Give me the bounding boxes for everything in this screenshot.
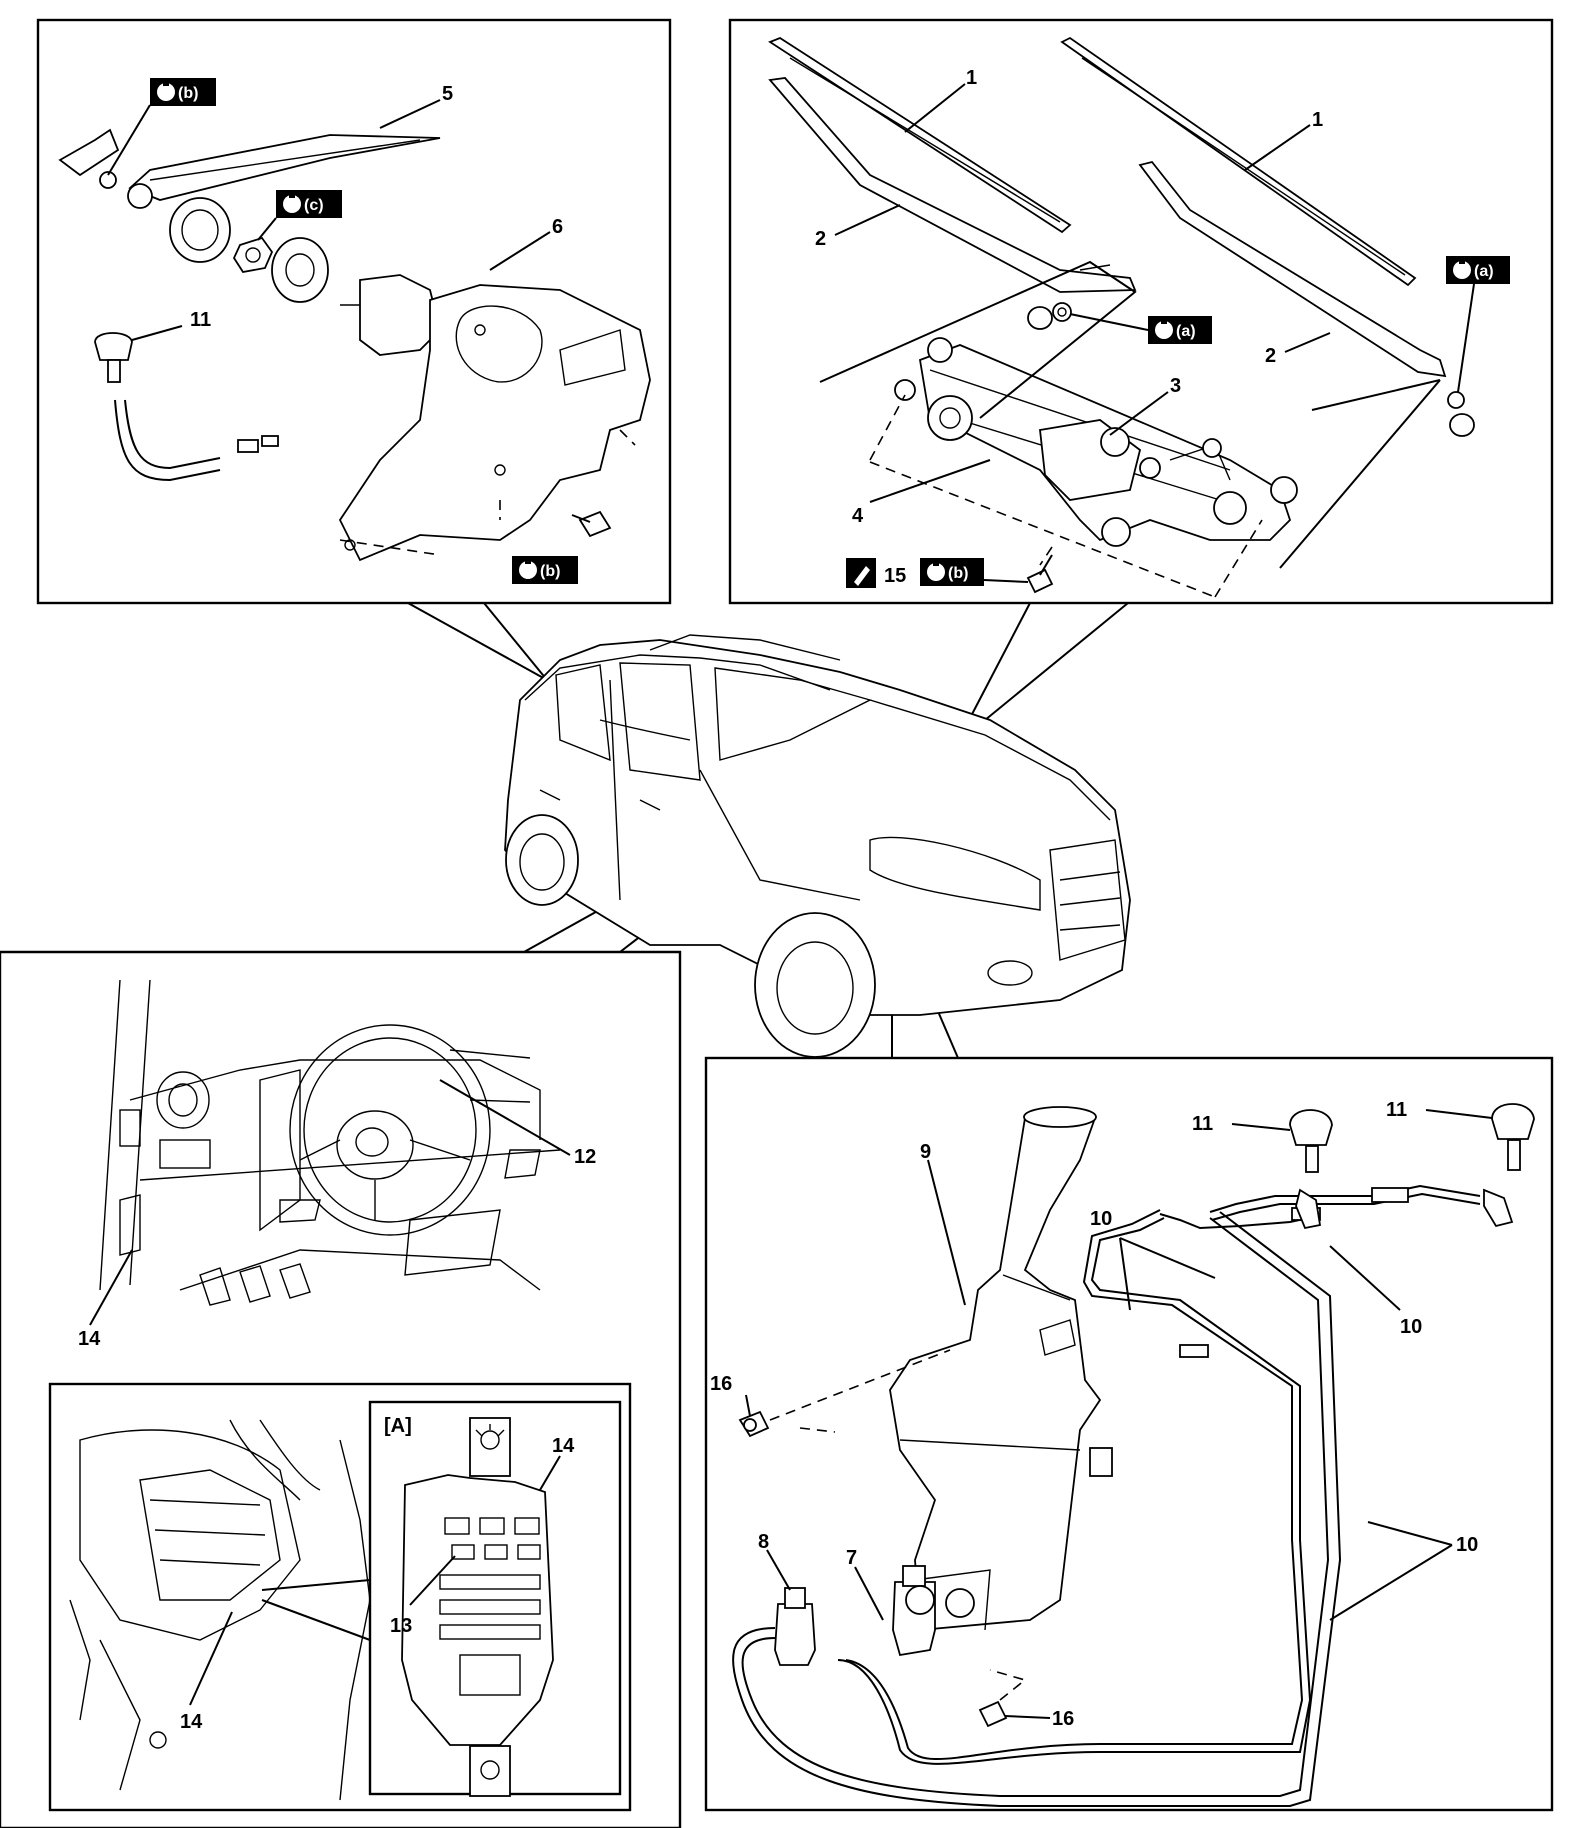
front-wiper-arm-right bbox=[1138, 160, 1447, 378]
callout-2-right: 2 bbox=[1265, 345, 1276, 367]
svg-text:(b): (b) bbox=[948, 565, 968, 582]
lamp-icon bbox=[480, 1430, 500, 1450]
callout-14-fuse: 14 bbox=[552, 1435, 575, 1457]
front-wiper-blade-left bbox=[768, 36, 1072, 234]
callout-11-front-right: 11 bbox=[1386, 1099, 1407, 1121]
callout-1-left: 1 bbox=[966, 67, 977, 89]
rear-nut bbox=[232, 236, 274, 273]
dashboard-panel: 12 14 14 [A] 14 bbox=[0, 950, 682, 1828]
callout-9: 9 bbox=[920, 1141, 931, 1163]
inset-label-a: [A] bbox=[384, 1415, 412, 1437]
air-vent bbox=[156, 1071, 210, 1129]
front-nut-right bbox=[1447, 391, 1465, 409]
torque-tag-a-front-right: (a) bbox=[1446, 256, 1510, 284]
svg-text:(a): (a) bbox=[1474, 263, 1494, 280]
callout-1-right: 1 bbox=[1312, 109, 1323, 131]
washer-nozzle-front-right bbox=[1491, 1103, 1535, 1140]
callout-11-rear: 11 bbox=[190, 309, 211, 331]
rear-wiper-arm bbox=[128, 134, 441, 201]
fuse-box bbox=[401, 1474, 554, 1746]
junction-box-mini bbox=[119, 1194, 141, 1256]
callout-2-left: 2 bbox=[815, 228, 826, 250]
fuse-13 bbox=[451, 1544, 475, 1560]
reservoir-bolt-lower bbox=[978, 1700, 1008, 1728]
callout-11-front-left: 11 bbox=[1192, 1113, 1213, 1135]
washer-nozzle-front-left bbox=[1289, 1109, 1333, 1146]
front-linkage-bolt bbox=[1026, 568, 1054, 594]
callout-14-dash: 14 bbox=[78, 1328, 101, 1350]
callout-7: 7 bbox=[846, 1547, 857, 1569]
torque-tag-b-rear-arm: (b) bbox=[150, 78, 216, 106]
front-pivot-left bbox=[927, 395, 973, 441]
svg-text:(b): (b) bbox=[178, 85, 198, 102]
junction-block bbox=[139, 1469, 281, 1601]
steering-wheel bbox=[289, 1024, 491, 1236]
front-wiper-arm-left bbox=[768, 77, 1137, 293]
rear-washer-nozzle bbox=[94, 332, 133, 361]
callout-10-top: 10 bbox=[1090, 1208, 1112, 1230]
torque-tag-c-rear-nut: (c) bbox=[276, 190, 342, 218]
rear-wiper-panel: 5 6 11 (b) (c) (b) bbox=[36, 18, 672, 605]
callout-15: 15 bbox=[884, 565, 906, 587]
rear-grommet bbox=[169, 197, 231, 263]
torque-tag-a-front-left: (a) bbox=[1148, 316, 1212, 344]
callout-10-mid: 10 bbox=[1400, 1316, 1422, 1338]
washer-system-panel: 9 7 8 11 11 10 10 10 16 16 bbox=[704, 1056, 1554, 1812]
washer-pump-8 bbox=[774, 1603, 816, 1666]
rear-bracket-bolt bbox=[578, 510, 612, 538]
svg-text:(a): (a) bbox=[1176, 323, 1196, 340]
rear-washer bbox=[271, 237, 329, 303]
sealant-icon bbox=[846, 558, 876, 588]
callout-4: 4 bbox=[852, 505, 864, 527]
front-pivot-right bbox=[1213, 491, 1247, 525]
rear-wiper-cap bbox=[58, 128, 120, 177]
torque-tag-b-front-bolt: (b) bbox=[920, 558, 984, 586]
vehicle-overview bbox=[504, 634, 1131, 1058]
front-wiper-panel: 1 1 2 2 3 4 (a) (a) 15 bbox=[728, 18, 1554, 605]
callout-6: 6 bbox=[552, 216, 563, 238]
svg-text:(b): (b) bbox=[540, 563, 560, 580]
callout-3: 3 bbox=[1170, 375, 1181, 397]
rear-motor-bracket bbox=[338, 284, 651, 562]
callout-16-upper: 16 bbox=[710, 1373, 732, 1395]
callout-10-right: 10 bbox=[1456, 1534, 1478, 1556]
callout-16-lower: 16 bbox=[1052, 1708, 1074, 1730]
callout-12: 12 bbox=[574, 1146, 596, 1168]
torque-tag-b-rear-bolt: (b) bbox=[512, 556, 578, 584]
front-nut-left bbox=[1052, 302, 1072, 322]
callout-8: 8 bbox=[758, 1531, 769, 1553]
callout-14-detail: 14 bbox=[180, 1711, 203, 1733]
callout-5: 5 bbox=[442, 83, 453, 105]
washer-reservoir bbox=[889, 1107, 1102, 1631]
callout-13: 13 bbox=[390, 1615, 412, 1637]
svg-text:(c): (c) bbox=[304, 197, 324, 214]
